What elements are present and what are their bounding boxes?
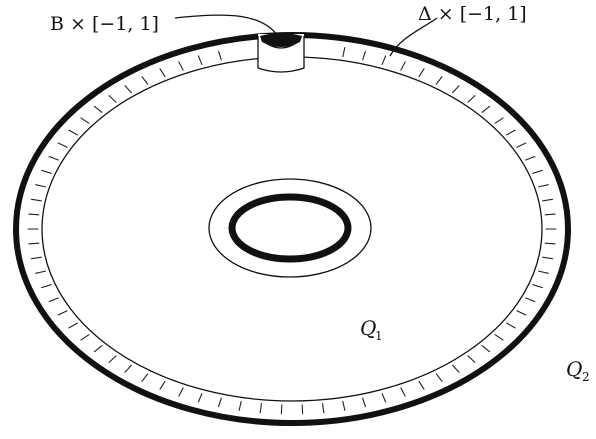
hatch-tick [259, 403, 262, 414]
hatch-tick [35, 184, 46, 188]
hatch-tick [381, 55, 387, 65]
hatch-tick [494, 334, 504, 341]
hatch-tick [362, 50, 366, 61]
hatch-tick [342, 400, 346, 411]
hatch-tick [41, 284, 52, 289]
hatch-tick [544, 242, 556, 245]
hatch-tick [322, 403, 325, 414]
hatch-tick [525, 155, 536, 161]
hatch-tick [35, 270, 46, 274]
hatch-tick [30, 256, 42, 260]
hatch-tick [68, 129, 78, 136]
hatch-tick [238, 400, 242, 411]
hatch-tick [467, 355, 476, 363]
hatch-tick [178, 61, 184, 71]
hatch-tick [48, 297, 59, 303]
hatch-tick [159, 380, 166, 390]
hatch-tick [542, 198, 554, 202]
hatch-tick [542, 256, 554, 260]
hatch-tick [197, 55, 203, 65]
notch-b [257, 33, 305, 73]
q2-label: Q 2 [566, 357, 590, 384]
hatch-tick [108, 95, 117, 103]
hatch-tick [418, 68, 425, 78]
b-leader-line [174, 14, 279, 37]
inner-hole-boundary [228, 193, 352, 263]
hatch-tick [93, 105, 103, 113]
hatch-tick [538, 184, 549, 188]
hatch-tick [400, 387, 406, 397]
hatch-tick [400, 61, 406, 71]
inner-annulus-edge [208, 178, 372, 278]
hatch-tick [30, 198, 42, 202]
hatch-tick [544, 213, 556, 216]
hatch-tick [362, 397, 366, 408]
collar-hatching [27, 47, 557, 415]
hatch-tick [506, 322, 516, 329]
hatch-tick [124, 364, 132, 373]
hatch-tick [218, 397, 222, 408]
hatch-tick [418, 380, 425, 390]
hatch-tick [48, 155, 59, 161]
hatch-tick [494, 117, 504, 124]
delta-label: Δ × [−1, 1] [418, 3, 527, 25]
hatch-tick [506, 129, 516, 136]
hatch-tick [516, 310, 527, 316]
hatch-tick [93, 345, 103, 353]
hatch-tick [57, 310, 68, 316]
collar-inner-edge [41, 56, 543, 402]
hatch-tick [28, 213, 40, 216]
hatch-tick [381, 393, 387, 403]
hatch-tick [516, 142, 527, 148]
hatch-tick [68, 322, 78, 329]
hatch-tick [141, 76, 149, 85]
hatch-tick [435, 373, 443, 382]
outer-boundary [13, 32, 571, 426]
hatch-tick [525, 297, 536, 303]
hatch-tick [532, 169, 543, 174]
hatch-tick [28, 242, 40, 245]
hatch-tick [452, 364, 460, 373]
hatch-tick [481, 345, 491, 353]
b-label: B × [−1, 1] [50, 13, 159, 35]
hatch-tick [197, 393, 203, 403]
delta-leader-line [389, 17, 438, 57]
hatch-tick [57, 142, 68, 148]
hatch-tick [218, 50, 222, 61]
hatch-tick [467, 95, 476, 103]
hatch-tick [178, 387, 184, 397]
hatch-tick [342, 47, 346, 58]
hatch-tick [538, 270, 549, 274]
hatch-tick [532, 284, 543, 289]
hatch-tick [452, 85, 460, 94]
hatch-tick [141, 373, 149, 382]
hatch-tick [80, 117, 90, 124]
hatch-tick [435, 76, 443, 85]
hatch-tick [80, 334, 90, 341]
hatch-tick [41, 169, 52, 174]
hatch-tick [159, 68, 166, 78]
hatch-tick [124, 85, 132, 94]
hatch-tick [108, 355, 117, 363]
q1-label: Q 1 [360, 316, 383, 343]
hatch-tick [481, 105, 491, 113]
